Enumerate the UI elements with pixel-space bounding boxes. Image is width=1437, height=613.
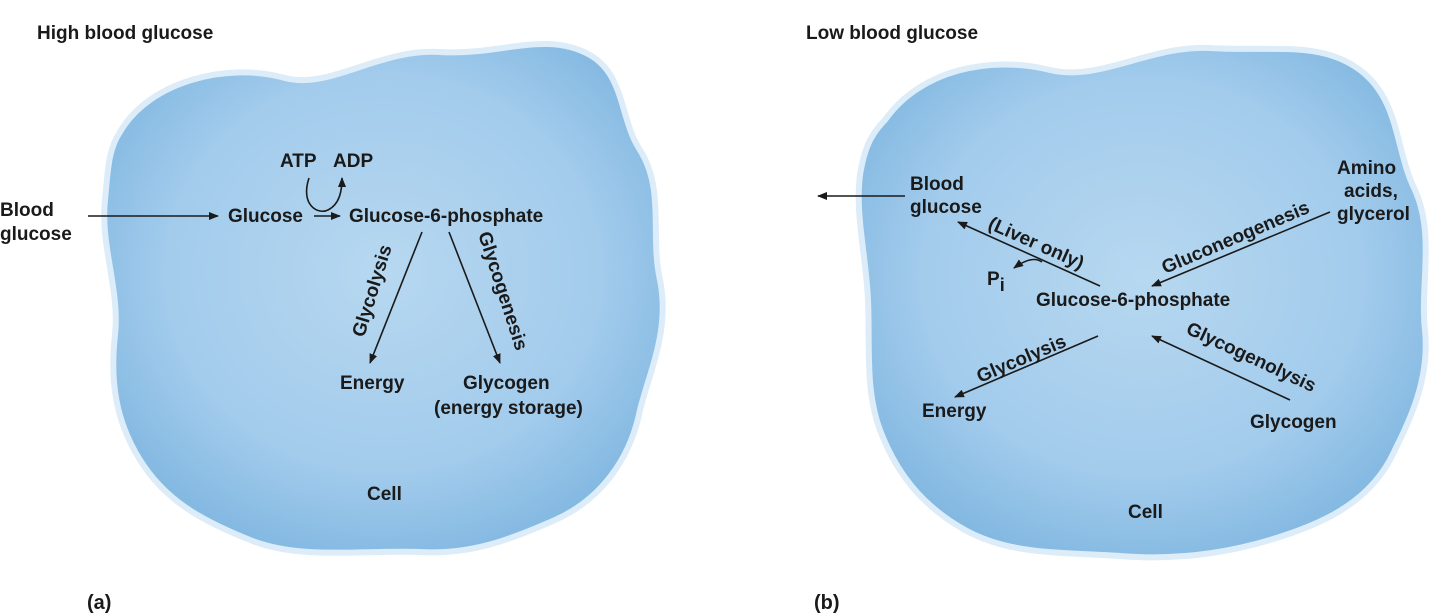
glycogen-label-b: Glycogen: [1250, 412, 1337, 433]
blood-glucose-label-a-line1: Blood: [0, 200, 54, 221]
blood-glucose-label-b-line2: glucose: [910, 197, 982, 218]
pi-main: P: [987, 269, 1000, 290]
adp-label: ADP: [333, 151, 373, 172]
panel-label-a: (a): [87, 592, 111, 613]
panel-a: High blood glucose (a) Cell Blood glucos…: [0, 23, 666, 613]
atp-adp-curved-arrow: [305, 177, 346, 212]
glycogen-label-a: Glycogen: [463, 373, 550, 394]
amino-acids-label-line3: glycerol: [1337, 204, 1410, 225]
cell-b-shape: [855, 44, 1429, 561]
cell-label-b: Cell: [1128, 502, 1163, 523]
atp-label: ATP: [280, 151, 317, 172]
arrow-g6p-to-glycogen: [448, 231, 501, 364]
pi-subscript: i: [1000, 275, 1005, 295]
blood-glucose-label-b-line1: Blood: [910, 174, 964, 195]
pi-release-arrow: [1013, 258, 1043, 269]
g6p-label-a: Glucose-6-phosphate: [349, 206, 543, 227]
panel-b: Low blood glucose (b) Cell Blood glucose…: [806, 23, 1429, 613]
arrow-g6p-to-blood: [957, 221, 1101, 287]
glucose-label: Glucose: [228, 206, 303, 227]
heading-low-blood-glucose: Low blood glucose: [806, 23, 978, 44]
panel-label-b: (b): [814, 592, 840, 613]
energy-label-b: Energy: [922, 401, 987, 422]
blood-glucose-label-a-line2: glucose: [0, 224, 72, 245]
g6p-label-b: Glucose-6-phosphate: [1036, 290, 1230, 311]
heading-high-blood-glucose: High blood glucose: [37, 23, 213, 44]
pi-label: Pi: [987, 269, 1005, 295]
arrow-g6p-to-energy-b: [954, 335, 1099, 398]
arrow-amino-to-g6p: [1151, 211, 1331, 287]
cell-label-a: Cell: [367, 484, 402, 505]
amino-acids-label-line1: Amino: [1337, 158, 1396, 179]
cell-a-shape: [101, 41, 666, 556]
arrow-g6p-to-energy: [369, 231, 423, 364]
amino-acids-label-line2: acids,: [1344, 181, 1398, 202]
arrow-glycogen-to-g6p: [1151, 335, 1291, 401]
energy-storage-label: (energy storage): [434, 398, 583, 419]
energy-label-a: Energy: [340, 373, 405, 394]
